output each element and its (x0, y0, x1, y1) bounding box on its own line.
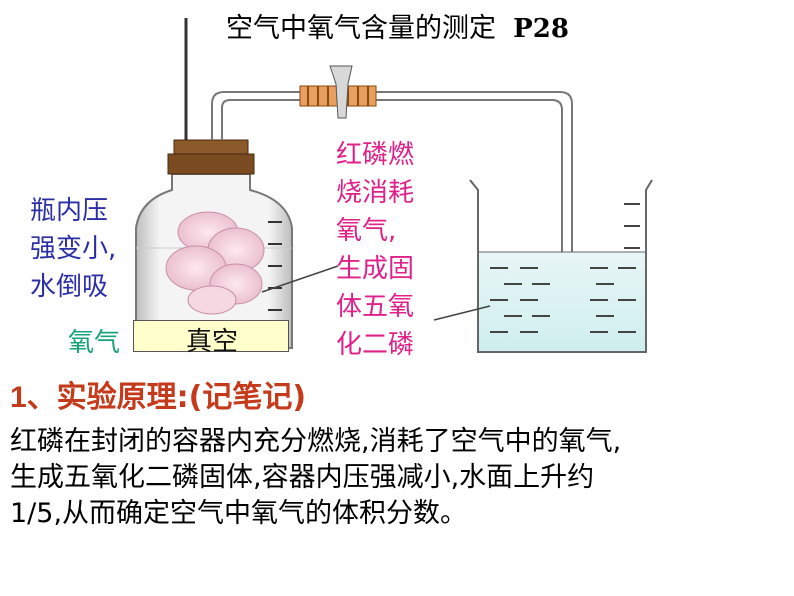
right-note-line: 生成固 (336, 254, 415, 284)
oxygen-label: 氧气 (68, 328, 121, 358)
right-note-line: 体五氧 (336, 292, 415, 322)
phosphorus-combustion-note: 红磷燃 烧消耗 氧气, 生成固 体五氧 化二磷 (336, 136, 414, 364)
rubber-tube-with-clamp (299, 65, 377, 119)
left-note-line: 瓶内压 (30, 196, 109, 226)
right-note-line: 红磷燃 (336, 140, 415, 170)
water-beaker (469, 179, 653, 353)
page-reference: P28 (513, 14, 569, 44)
left-note-line: 强变小, (30, 234, 117, 264)
page-title: 空气中氧气含量的测定 P28 (226, 6, 569, 45)
principle-paragraph: 红磷在封闭的容器内充分燃烧,消耗了空气中的氧气, 生成五氧化二磷固体,容器内压强… (10, 424, 790, 532)
principle-line: 生成五氧化二磷固体,容器内压强减小,水面上升约 (10, 462, 595, 493)
connecting-glass-tube (211, 91, 573, 340)
left-note-line: 水倒吸 (30, 272, 109, 302)
principle-line: 红磷在封闭的容器内充分燃烧,消耗了空气中的氧气, (10, 426, 622, 457)
rubber-stopper (167, 139, 255, 175)
right-note-line: 化二磷 (336, 330, 415, 360)
section-number: 1 (10, 381, 27, 414)
pressure-drop-note: 瓶内压 强变小, 水倒吸 (30, 192, 116, 306)
pointer-to-smoke (261, 265, 339, 293)
right-note-line: 烧消耗 (336, 178, 415, 208)
vacuum-label-box (133, 320, 289, 352)
principle-line: 1/5,从而确定空气中氧气的体积分数。 (10, 498, 468, 529)
section-heading-text: 、实验原理:(记笔记) (26, 380, 307, 415)
white-smoke-cloud (165, 211, 265, 315)
section-heading: 1、实验原理:(记笔记) (10, 372, 306, 416)
pointer-to-beaker (433, 305, 491, 321)
title-text: 空气中氧气含量的测定 (226, 13, 496, 44)
vacuum-label: 真空 (186, 327, 239, 357)
right-note-line: 氧气, (336, 216, 397, 246)
